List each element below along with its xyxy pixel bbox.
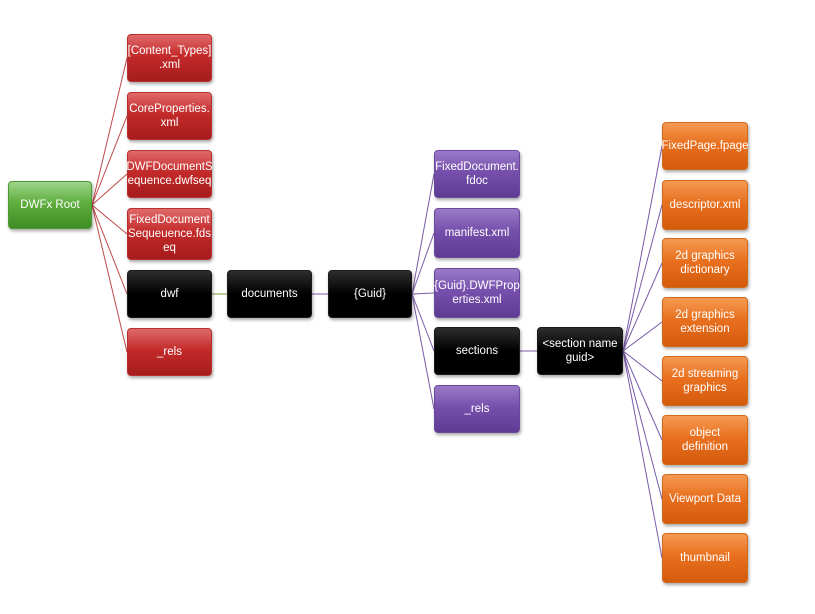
- fixed-document-node: FixedDocument. fdoc: [434, 150, 520, 198]
- object-definition-node: object definition: [662, 415, 748, 465]
- connector-root-to-document-sequence-node: [91, 173, 128, 206]
- dwf-properties-node: {Guid}.DWFProp erties.xml: [434, 268, 520, 318]
- root-rels-node: _rels: [127, 328, 212, 376]
- connector-guid-to-fixed-document-node: [411, 173, 435, 295]
- viewport-data-node: Viewport Data: [662, 474, 748, 524]
- connector-root-to-dwf-node: [91, 204, 128, 295]
- connector-guid-to-manifest-node: [411, 232, 435, 295]
- sections-node: sections: [434, 327, 520, 375]
- guid-rels-node: _rels: [434, 385, 520, 433]
- manifest-node: manifest.xml: [434, 208, 520, 258]
- connector-guid-to-guid-rels-node: [411, 293, 435, 410]
- connector-section-to-viewport-data-node: [622, 350, 663, 500]
- connector-root-to-root-rels-node: [91, 204, 128, 353]
- thumbnail-node: thumbnail: [662, 533, 748, 583]
- section-name-guid-node: <section name guid>: [537, 327, 623, 375]
- dwf-node: dwf: [127, 270, 212, 318]
- core-properties-node: CoreProperties. xml: [127, 92, 212, 140]
- graphics-dictionary-node: 2d graphics dictionary: [662, 238, 748, 288]
- documents-node: documents: [227, 270, 312, 318]
- guid-node: {Guid}: [328, 270, 412, 318]
- connector-section-to-graphics-dictionary-node: [622, 262, 663, 352]
- fixed-page-node: FixedPage.fpage: [662, 122, 748, 170]
- connector-root-to-core-properties-node: [91, 115, 128, 206]
- connector-root-to-content-types-node: [91, 57, 128, 206]
- connector-section-to-thumbnail-node: [622, 350, 663, 559]
- descriptor-node: descriptor.xml: [662, 180, 748, 230]
- connector-section-to-graphics-extension-node: [622, 321, 663, 352]
- document-sequence-node: DWFDocumentS equence.dwfseq: [126, 150, 213, 198]
- content-types-node: [Content_Types] .xml: [127, 34, 212, 82]
- connector-guid-to-dwf-properties-node: [411, 292, 435, 295]
- connector-section-to-descriptor-node: [622, 204, 663, 352]
- connector-section-to-streaming-graphics-node: [622, 350, 663, 382]
- connector-section-to-object-definition-node: [622, 350, 663, 441]
- connector-root-to-fixed-document-sequence-node: [91, 204, 128, 235]
- root-node: DWFx Root: [8, 181, 92, 229]
- connector-section-to-fixed-page-node: [622, 145, 663, 352]
- connector-guid-to-sections-node: [411, 293, 435, 352]
- fixed-document-sequence-node: FixedDocument Sequeuence.fds eq: [127, 208, 212, 260]
- streaming-graphics-node: 2d streaming graphics: [662, 356, 748, 406]
- graphics-extension-node: 2d graphics extension: [662, 297, 748, 347]
